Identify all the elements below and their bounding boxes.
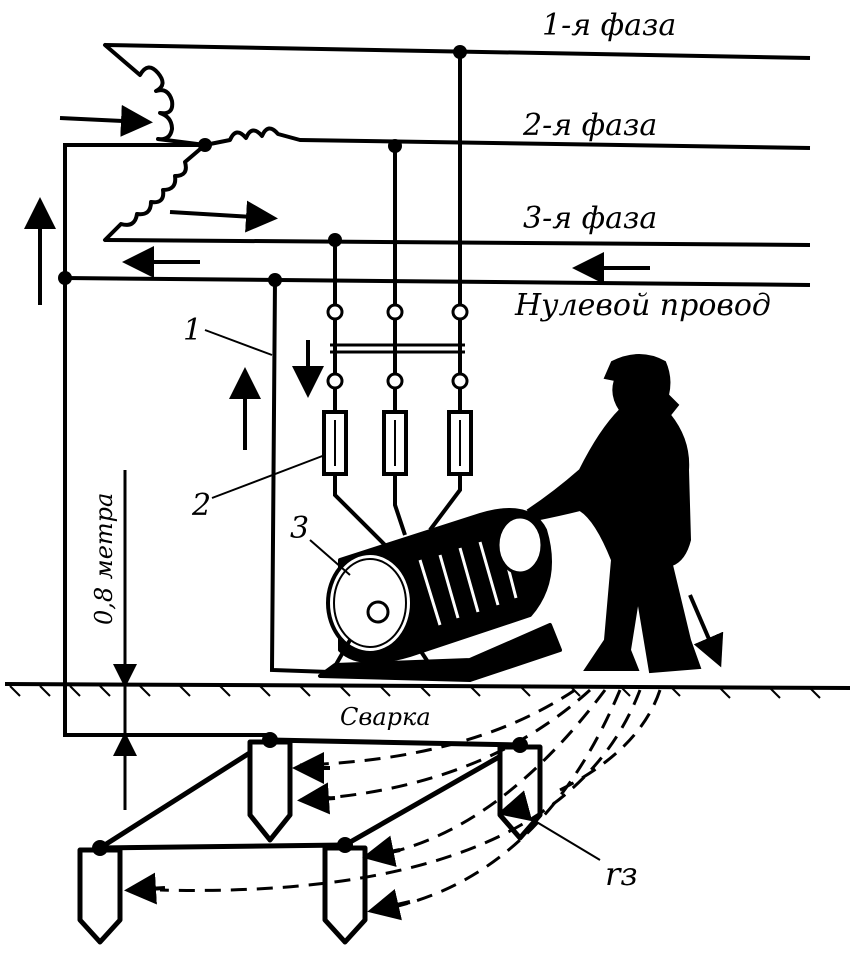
- neutral-wire-label: Нулевой провод: [514, 288, 771, 323]
- phase-2-line: [299, 138, 811, 150]
- switch-drops: [269, 52, 462, 674]
- electric-motor: [318, 508, 562, 682]
- neutral-line: [64, 276, 811, 287]
- neutral-earth-wire: [63, 143, 270, 737]
- tap-nodes: [268, 45, 467, 287]
- phase-2-label: 2-я фаза: [522, 108, 657, 143]
- fault-current-paths: [159, 688, 662, 912]
- phase-3-label: 3-я фаза: [523, 201, 657, 236]
- depth-label: 0,8 метра: [90, 493, 118, 625]
- welding-label: Сварка: [340, 703, 431, 731]
- earth-electrode-grid: [77, 737, 543, 945]
- ground-resistance-label: rз: [605, 855, 638, 893]
- motor-leads: [333, 474, 462, 547]
- phase-3-line: [104, 238, 811, 247]
- callout-3: 3: [290, 511, 309, 546]
- fuses: [322, 410, 473, 476]
- neutral-node: [58, 271, 72, 285]
- callout-1: 1: [183, 313, 202, 348]
- weld-points: [92, 732, 528, 856]
- knife-switch: [326, 303, 469, 412]
- transformer-winding: [103, 43, 302, 242]
- ground-surface: [4, 682, 851, 699]
- phase-1-label: 1-я фаза: [542, 8, 676, 43]
- leader-lines: [204, 329, 601, 861]
- current-arrows: [24, 104, 724, 921]
- worker-figure: [526, 354, 702, 674]
- callout-2: 2: [191, 488, 211, 523]
